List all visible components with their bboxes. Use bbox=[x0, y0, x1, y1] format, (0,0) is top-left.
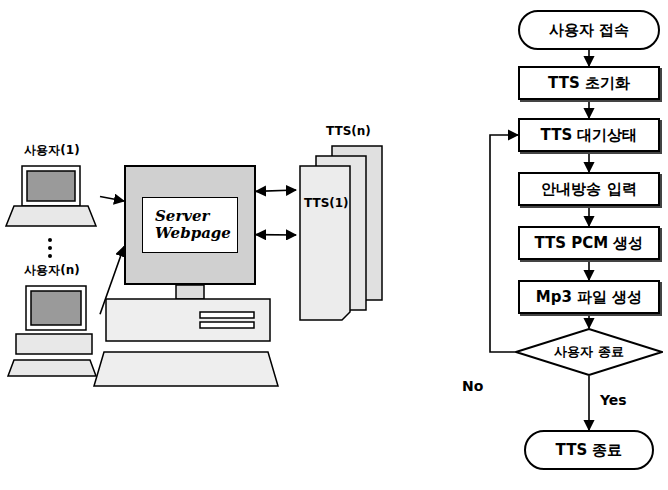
laptop-display bbox=[27, 171, 75, 201]
edge-label: Yes bbox=[598, 392, 629, 408]
terminal-box: TTS 종료 bbox=[524, 430, 654, 470]
desktop-case bbox=[16, 334, 92, 354]
node-text: TTS 초기화 bbox=[548, 74, 630, 93]
connector-arrow bbox=[256, 234, 296, 236]
user-computer: 사용자(n) bbox=[4, 262, 100, 378]
desktop-display bbox=[31, 291, 81, 325]
connector-arrow bbox=[588, 314, 590, 328]
edge-label: No bbox=[460, 378, 485, 394]
process-box: TTS 대기상태 bbox=[518, 118, 660, 152]
laptop-screen bbox=[22, 166, 80, 206]
node-text: TTS(1) bbox=[304, 196, 349, 210]
tts-stack: TTS(n) TTS(1) bbox=[296, 124, 386, 324]
node-text: TTS 대기상태 bbox=[541, 126, 638, 145]
laptop-icon bbox=[6, 166, 96, 226]
ellipsis-dots bbox=[48, 238, 52, 258]
node-text: 사용자(1) bbox=[4, 142, 100, 159]
dot bbox=[48, 246, 52, 250]
node-text: 사용자(n) bbox=[4, 262, 100, 279]
dot bbox=[48, 254, 52, 258]
document-stack bbox=[300, 146, 382, 320]
node-text: 사용자 접속 bbox=[549, 21, 629, 40]
terminal-box: 사용자 접속 bbox=[518, 10, 660, 50]
node-text: Server Webpage bbox=[142, 197, 238, 254]
node-text: TTS PCM 생성 bbox=[535, 234, 644, 253]
dot bbox=[48, 238, 52, 242]
server-monitor: Server Webpage bbox=[124, 165, 256, 285]
desktop-monitor bbox=[26, 286, 86, 330]
connector-arrow bbox=[588, 152, 590, 172]
connector-arrow bbox=[100, 197, 124, 201]
node-text: Mp3 파일 생성 bbox=[536, 288, 643, 307]
node-text: TTS 종료 bbox=[556, 441, 623, 460]
server-computer bbox=[94, 285, 278, 386]
node-text: 사용자 종료 bbox=[554, 343, 624, 361]
server-keyboard bbox=[94, 352, 278, 386]
connector-arrow bbox=[100, 247, 124, 315]
connector-arrow bbox=[588, 50, 590, 66]
connector-arrow bbox=[588, 206, 590, 226]
server-case bbox=[106, 299, 270, 341]
connector-arrow bbox=[490, 135, 518, 352]
laptop-keyboard bbox=[6, 206, 96, 226]
process-box: TTS PCM 생성 bbox=[518, 226, 660, 260]
desktop-keyboard bbox=[8, 360, 96, 376]
document-page bbox=[300, 166, 350, 320]
desktop-icon bbox=[8, 286, 96, 376]
connector-arrow bbox=[588, 260, 590, 280]
connector-arrow bbox=[588, 376, 590, 430]
drive-slot bbox=[200, 322, 254, 328]
connector-arrow bbox=[256, 190, 296, 191]
drive-slot bbox=[200, 312, 254, 318]
node-text: 안내방송 입력 bbox=[541, 180, 636, 199]
node-text: TTS(n) bbox=[326, 124, 371, 138]
process-box: Mp3 파일 생성 bbox=[518, 280, 660, 314]
connector-arrow bbox=[588, 100, 590, 118]
decision-diamond: 사용자 종료 bbox=[515, 328, 663, 376]
process-box: 안내방송 입력 bbox=[518, 172, 660, 206]
monitor-stand bbox=[176, 285, 204, 299]
diamond-shape bbox=[516, 329, 662, 375]
process-box: TTS 초기화 bbox=[518, 66, 660, 100]
user-computer: 사용자(1) bbox=[4, 142, 100, 230]
